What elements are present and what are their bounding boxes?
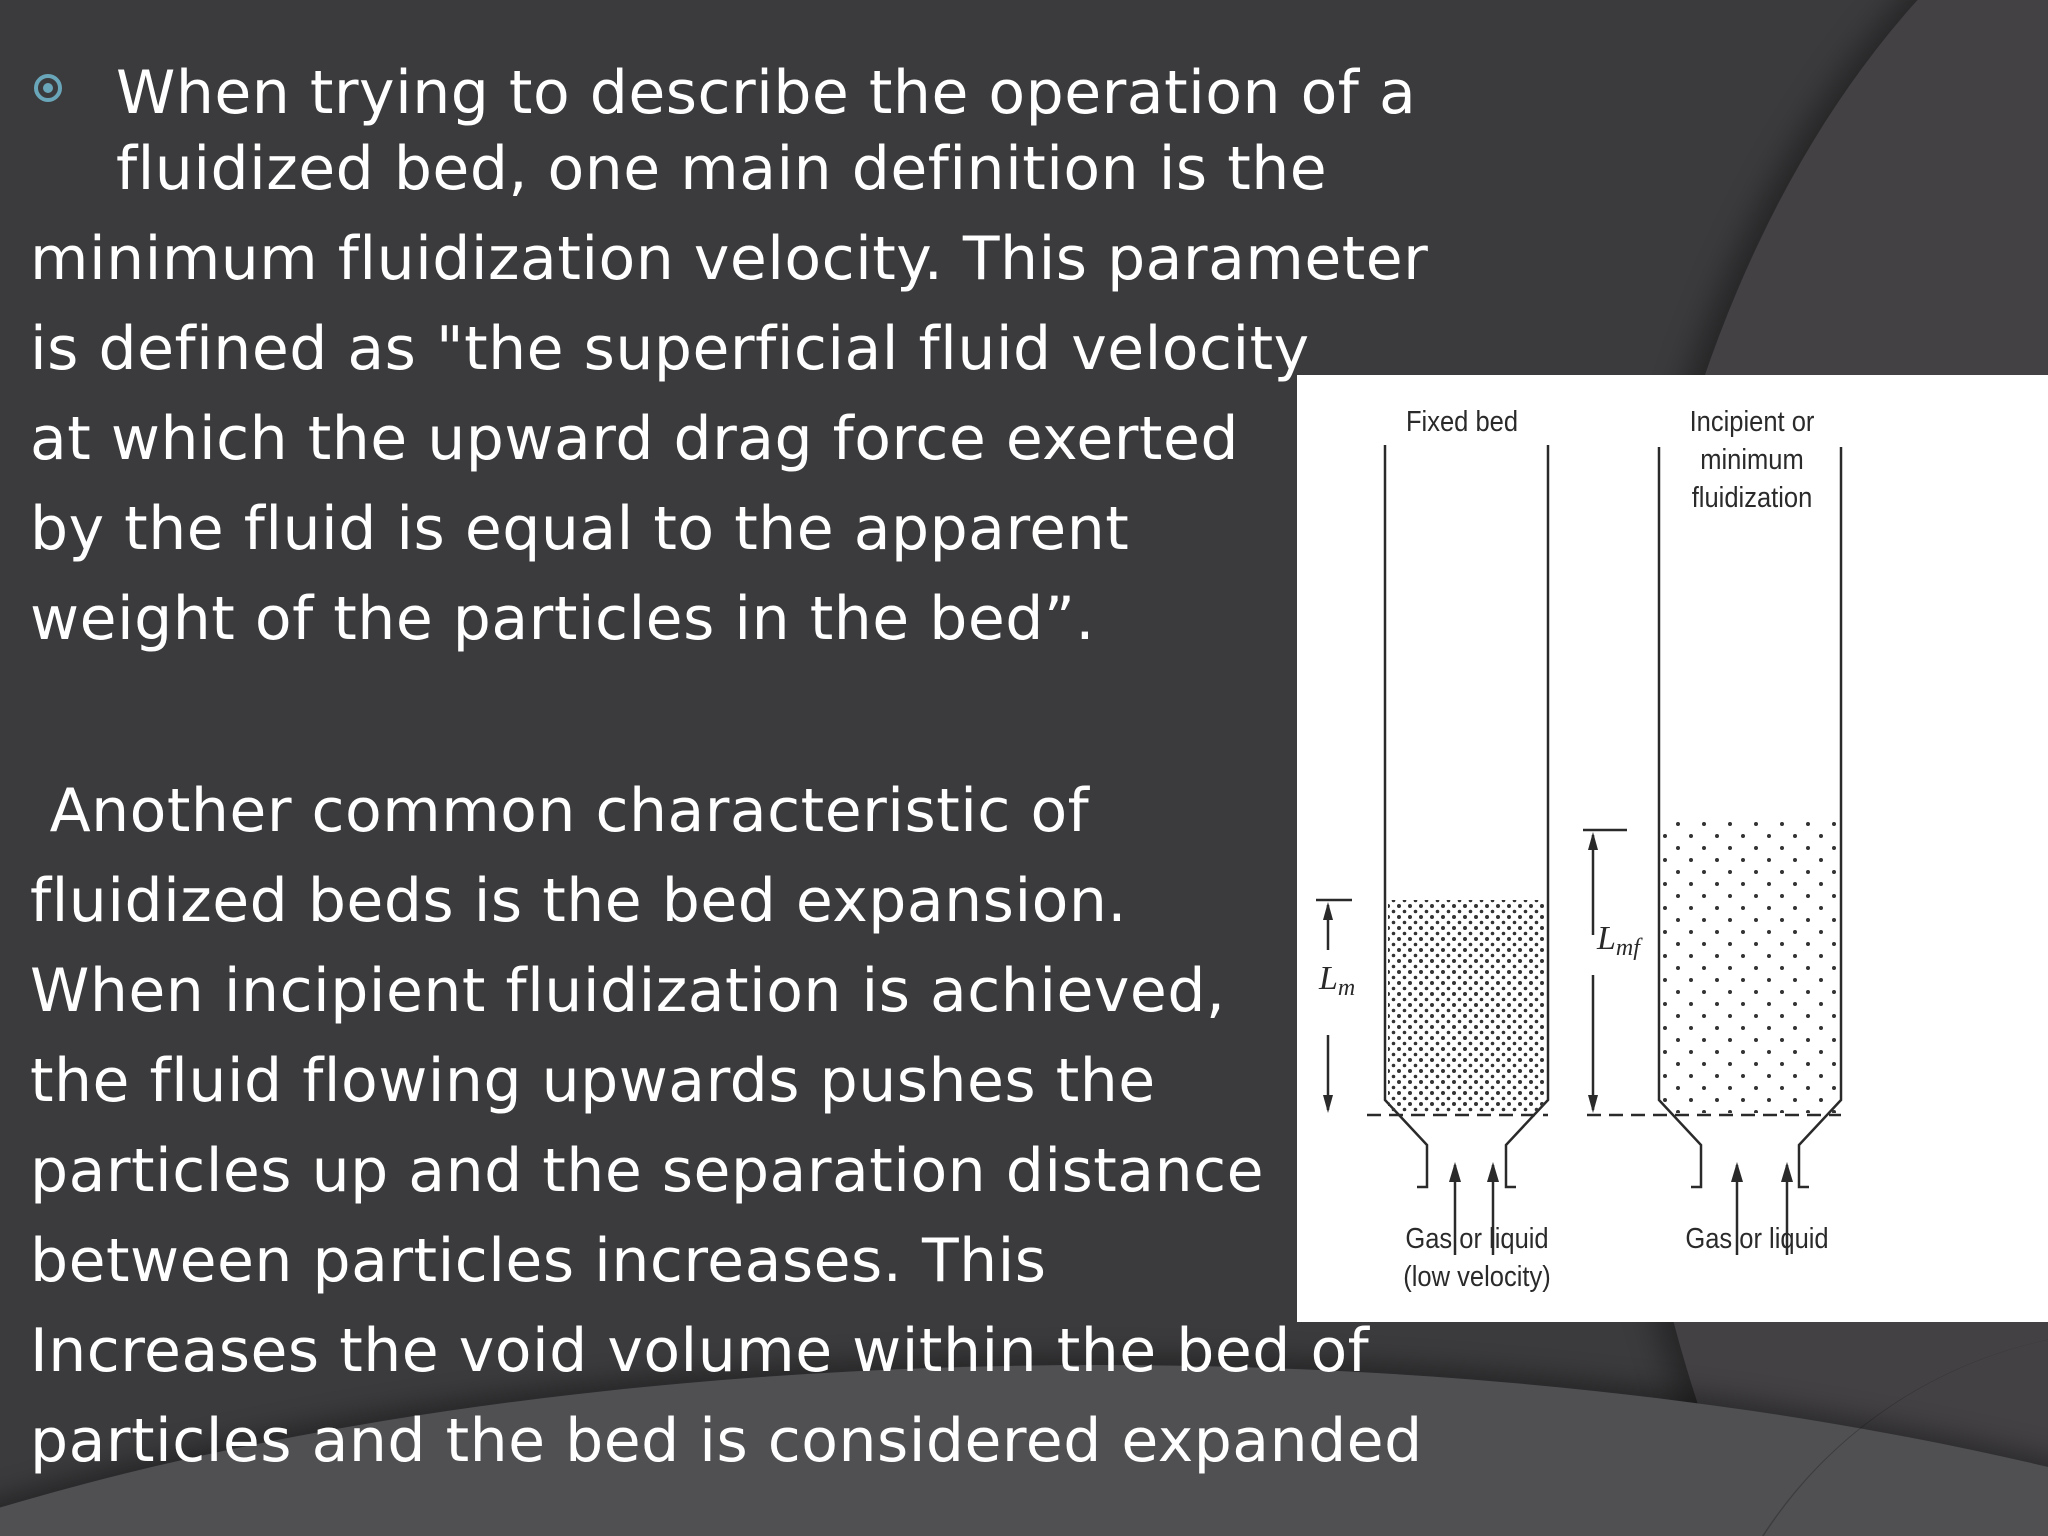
text-line: When incipient fluidization is achieved, bbox=[30, 956, 1226, 1026]
incipient-title-line1: Incipient or bbox=[1689, 406, 1815, 438]
diagram-drawing bbox=[1316, 445, 1843, 1255]
circle-dot-bullet-icon bbox=[34, 74, 62, 102]
text-line: particles and the bed is considered expa… bbox=[30, 1406, 1423, 1476]
text-line: at which the upward drag force exerted bbox=[30, 404, 1239, 474]
height-subscript: m bbox=[1337, 975, 1356, 1001]
text-line: Another common characteristic of bbox=[30, 776, 1090, 846]
text-line: Increases the void volume within the bed… bbox=[30, 1316, 1370, 1386]
incipient-title-line3: fluidization bbox=[1691, 482, 1813, 514]
text-line: weight of the particles in the bed”. bbox=[30, 584, 1095, 654]
fluidized-bed-diagram: Fixed bed Incipient or minimum fluidizat… bbox=[1297, 375, 2048, 1322]
text-line: When trying to describe the operation of… bbox=[116, 58, 1417, 128]
height-symbol: L bbox=[1319, 960, 1338, 997]
inlet-label-right: Gas or liquid bbox=[1685, 1223, 1829, 1255]
incipient-title-line2: minimum bbox=[1700, 444, 1804, 476]
bed-height-lmf-label: Lmf bbox=[1597, 920, 1640, 962]
inlet-label-left-line1: Gas or liquid bbox=[1405, 1223, 1549, 1255]
inlet-label-left-line2: (low velocity) bbox=[1403, 1261, 1551, 1293]
text-line: particles up and the separation distance bbox=[30, 1136, 1265, 1206]
text-line: minimum fluidization velocity. This para… bbox=[30, 224, 1429, 294]
text-line: fluidized beds is the bed expansion. bbox=[30, 866, 1127, 936]
height-symbol: L bbox=[1597, 920, 1616, 957]
text-line: is defined as "the superficial fluid vel… bbox=[30, 314, 1310, 384]
height-subscript: mf bbox=[1615, 935, 1640, 961]
bed-height-lm-label: Lm bbox=[1319, 960, 1355, 1002]
text-line: the fluid flowing upwards pushes the bbox=[30, 1046, 1156, 1116]
text-line: fluidized bed, one main definition is th… bbox=[116, 134, 1328, 204]
text-line: between particles increases. This bbox=[30, 1226, 1047, 1296]
text-line: by the fluid is equal to the apparent bbox=[30, 494, 1130, 564]
fixed-bed-title: Fixed bed bbox=[1405, 406, 1519, 438]
